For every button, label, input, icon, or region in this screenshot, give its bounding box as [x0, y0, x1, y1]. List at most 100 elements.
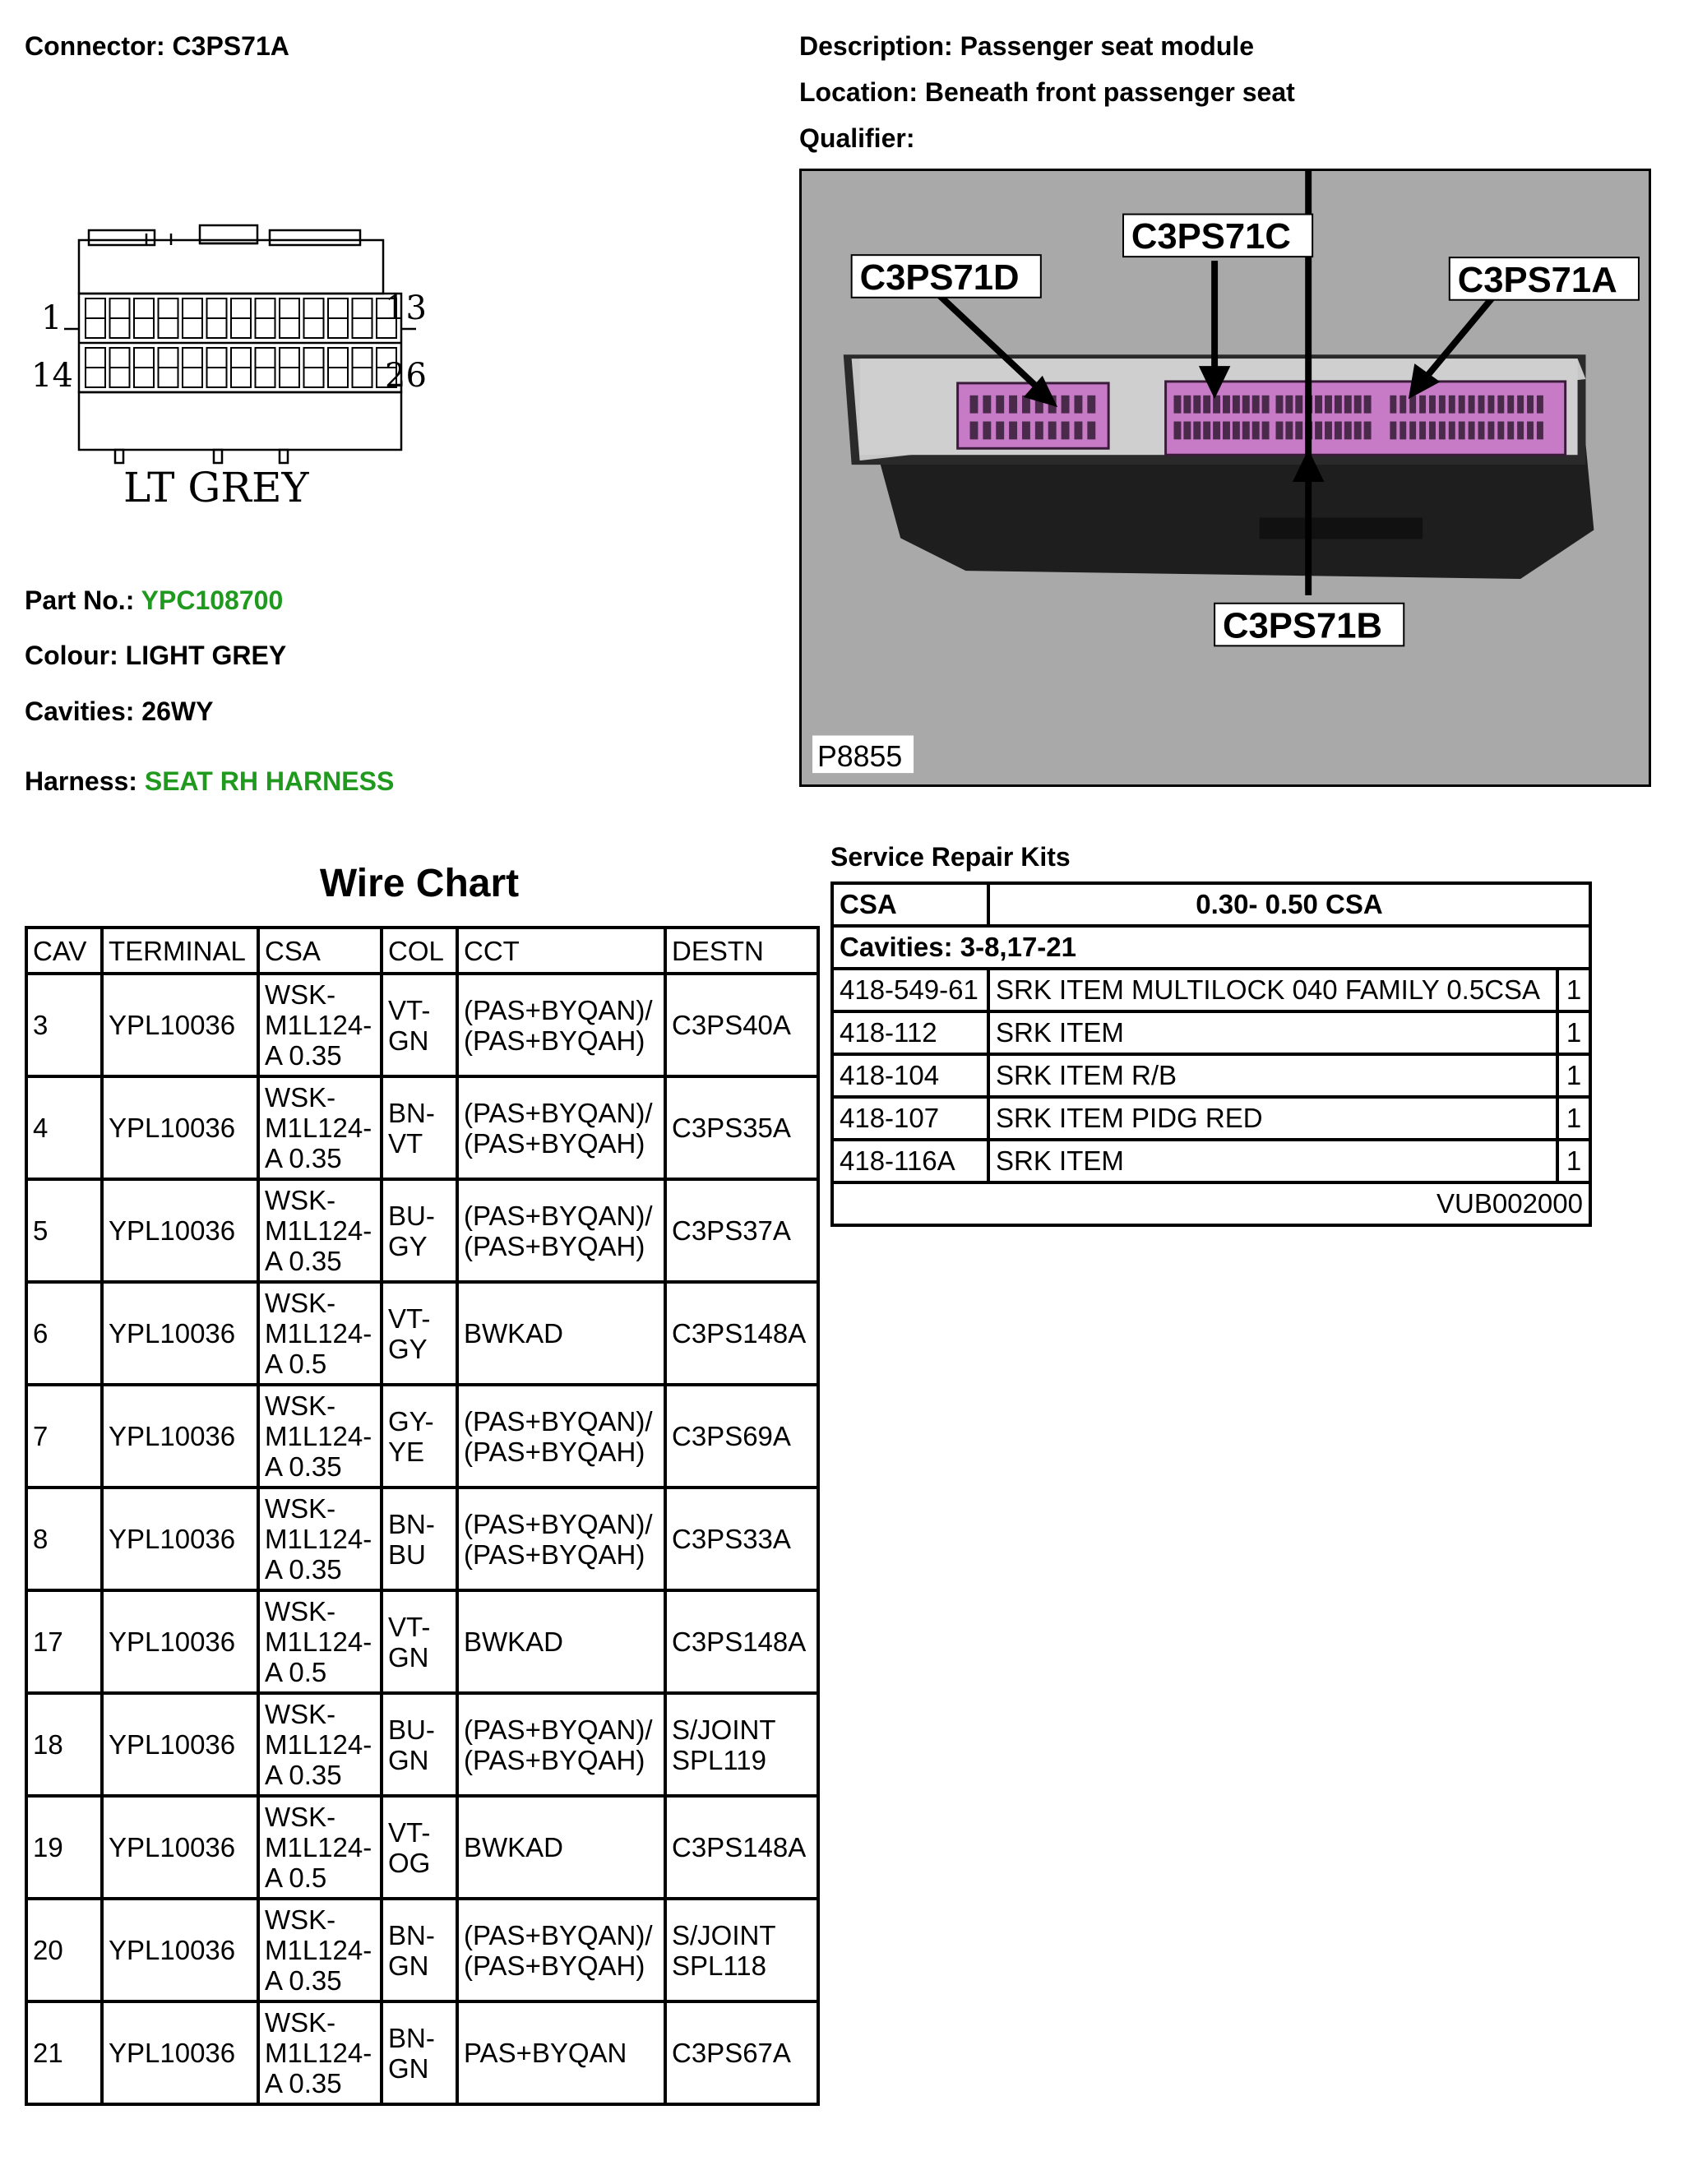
- connector-slot: [1390, 421, 1397, 440]
- kit-cell-qty: 1: [1556, 967, 1592, 1013]
- wire-cell-terminal: YPL10036: [100, 1075, 260, 1181]
- wire-cell-col: GY- YE: [380, 1383, 459, 1489]
- header-cct: CCT: [456, 926, 667, 975]
- connector-slot: [1536, 421, 1543, 440]
- location-value: Beneath front passenger seat: [924, 77, 1295, 107]
- wire-cell-col: BN- GN: [380, 2000, 459, 2106]
- connector-slot: [1438, 395, 1446, 414]
- connector-slot: [1478, 421, 1485, 440]
- wire-cell-destn: C3PS35A: [664, 1075, 820, 1181]
- connector-slot: [1517, 395, 1524, 414]
- wire-cell-cav: 17: [25, 1589, 104, 1695]
- wire-chart-header-row: CAV TERMINAL CSA COL CCT DESTN: [25, 926, 820, 975]
- kit-cell-qty: 1: [1556, 1010, 1592, 1056]
- photo-label-c: C3PS71C: [1131, 216, 1291, 257]
- kit-cell-part: 418-107: [830, 1095, 990, 1141]
- connector-slot: [1334, 395, 1342, 414]
- wire-cell-terminal: YPL10036: [100, 2000, 260, 2106]
- connector-slot: [1468, 395, 1475, 414]
- connector-slot: [1232, 395, 1240, 414]
- wire-cell-destn: S/JOINT SPL118: [664, 1897, 820, 2003]
- connector-slot: [1261, 421, 1270, 440]
- connector-slot: [1517, 421, 1524, 440]
- connector-slot: [1399, 421, 1407, 440]
- connector-slot: [1183, 421, 1191, 440]
- service-kits-table: CSA 0.30- 0.50 CSA Cavities: 3-8,17-21 4…: [830, 881, 1592, 1227]
- kit-cell-desc: SRK ITEM R/B: [987, 1053, 1559, 1099]
- harness-label: Harness:: [25, 766, 137, 796]
- connector-slot: [1390, 395, 1397, 414]
- kit-cell-qty: 1: [1556, 1053, 1592, 1099]
- kit-cell-desc: SRK ITEM PIDG RED: [987, 1095, 1559, 1141]
- wire-cell-cct: (PAS+BYQAN)/ (PAS+BYQAH): [456, 1486, 667, 1592]
- connector-slot: [1409, 421, 1417, 440]
- kits-cavities: Cavities: 3-8,17-21: [830, 924, 1592, 970]
- qualifier-line: Qualifier:: [799, 122, 914, 155]
- wire-chart-title: Wire Chart: [319, 862, 520, 905]
- kit-cell-part: 418-549-61: [830, 967, 990, 1013]
- wire-cell-cav: 20: [25, 1897, 104, 2003]
- connector-slot: [1285, 421, 1293, 440]
- wire-cell-col: VT- OG: [380, 1794, 459, 1900]
- connector-slot: [1448, 395, 1455, 414]
- connector-slot: [1527, 421, 1534, 440]
- wire-cell-cav: 21: [25, 2000, 104, 2106]
- kit-cell-part: 418-104: [830, 1053, 990, 1099]
- wire-cell-cav: 19: [25, 1794, 104, 1900]
- description-value: Passenger seat module: [960, 31, 1255, 61]
- wire-cell-cct: (PAS+BYQAN)/ (PAS+BYQAH): [456, 1383, 667, 1489]
- wire-cell-cct: BWKAD: [456, 1589, 667, 1695]
- pin-label-14: 14: [31, 357, 73, 395]
- connector-slot: [1325, 395, 1332, 414]
- harness-link[interactable]: SEAT RH HARNESS: [144, 766, 395, 796]
- kit-cell-part: 418-112: [830, 1010, 990, 1056]
- kit-cell-desc: SRK ITEM MULTILOCK 040 FAMILY 0.5CSA: [987, 967, 1559, 1013]
- wire-cell-csa: WSK- M1L124- A 0.5: [257, 1794, 383, 1900]
- connector-slot: [1251, 421, 1260, 440]
- header-col: COL: [380, 926, 459, 975]
- wire-cell-csa: WSK- M1L124- A 0.5: [257, 1280, 383, 1386]
- wire-cell-terminal: YPL10036: [100, 1897, 260, 2003]
- connector-slot: [1295, 395, 1303, 414]
- wire-cell-cav: 4: [25, 1075, 104, 1181]
- connector-slot: [1334, 421, 1342, 440]
- description-label: Description:: [799, 31, 953, 61]
- photo-ref: P8855: [817, 740, 902, 773]
- connector-label: Connector:: [25, 31, 165, 61]
- connector-slot: [1251, 395, 1260, 414]
- kits-csa-row: CSA 0.30- 0.50 CSA: [830, 881, 1592, 928]
- wire-cell-csa: WSK- M1L124- A 0.35: [257, 1075, 383, 1181]
- connector-slot: [1232, 421, 1240, 440]
- connector-slot: [1074, 421, 1083, 440]
- connector-slot: [1193, 421, 1201, 440]
- connector-slot: [1497, 421, 1505, 440]
- location-label: Location:: [799, 77, 918, 107]
- connector-slot: [1213, 395, 1221, 414]
- connector-slot: [1325, 421, 1332, 440]
- connector-slot: [1009, 395, 1018, 414]
- photo-label-a: C3PS71A: [1458, 260, 1617, 300]
- connector-slot: [1507, 421, 1515, 440]
- service-kits-title: Service Repair Kits: [830, 842, 1071, 872]
- connector-slot: [1021, 421, 1030, 440]
- connector-slot: [1275, 421, 1284, 440]
- connector-line: Connector: C3PS71A: [25, 30, 289, 62]
- connector-slot: [1087, 395, 1096, 414]
- wire-cell-cct: BWKAD: [456, 1280, 667, 1386]
- connector-slot: [1295, 421, 1303, 440]
- header-csa: CSA: [257, 926, 383, 975]
- part-no-link[interactable]: YPC108700: [141, 585, 284, 615]
- wire-cell-destn: C3PS148A: [664, 1589, 820, 1695]
- wire-cell-csa: WSK- M1L124- A 0.35: [257, 1691, 383, 1798]
- wire-cell-col: BN- BU: [380, 1486, 459, 1592]
- wire-cell-csa: WSK- M1L124- A 0.35: [257, 1383, 383, 1489]
- connector-slot: [1009, 421, 1018, 440]
- wire-cell-destn: C3PS148A: [664, 1280, 820, 1386]
